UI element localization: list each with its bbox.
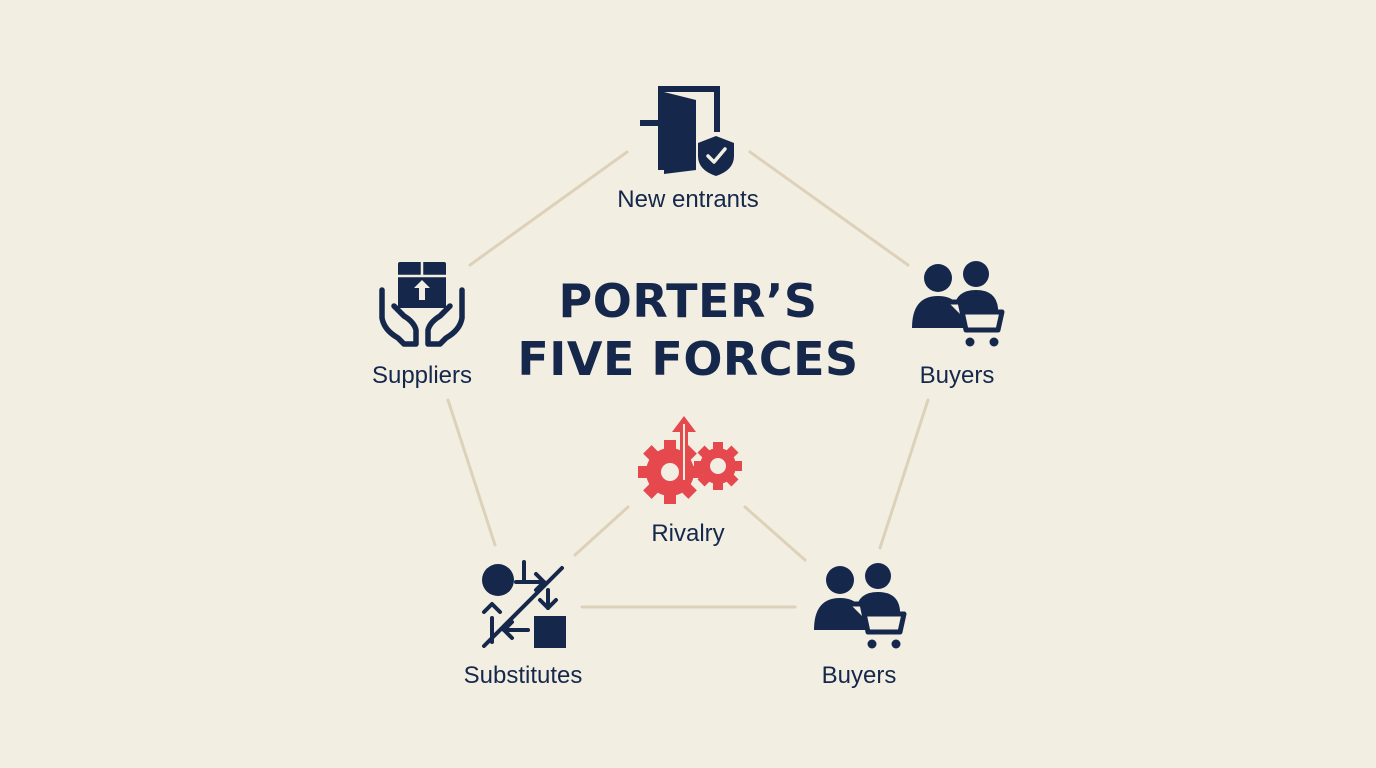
connector-rivalry-substitutes bbox=[573, 505, 630, 557]
diagram-title: PORTER’S FIVE FORCES bbox=[488, 272, 888, 388]
connector-buyers-buyers bbox=[878, 398, 930, 550]
label-suppliers: Suppliers bbox=[371, 362, 473, 389]
door-enter-shield-icon bbox=[640, 86, 734, 176]
swap-arrows-icon bbox=[482, 560, 566, 648]
gears-arrow-icon bbox=[638, 416, 742, 504]
label-substitutes: Substitutes bbox=[463, 662, 583, 689]
label-new-entrants: New entrants bbox=[617, 186, 759, 213]
people-cart-icon bbox=[912, 261, 1005, 347]
people-cart-icon bbox=[814, 563, 907, 649]
hands-box-icon bbox=[379, 262, 465, 347]
label-buyers-top: Buyers bbox=[919, 362, 995, 389]
label-buyers-bottom: Buyers bbox=[821, 662, 897, 689]
title-line-2: FIVE FORCES bbox=[517, 332, 859, 386]
title-line-1: PORTER’S bbox=[558, 274, 818, 328]
connector-suppliers-substitutes bbox=[446, 398, 497, 547]
connector-new-entrants-buyers bbox=[748, 150, 910, 267]
connector-new-entrants-suppliers bbox=[468, 150, 629, 267]
label-rivalry: Rivalry bbox=[651, 520, 725, 547]
connector-rivalry-buyers bbox=[743, 505, 807, 562]
